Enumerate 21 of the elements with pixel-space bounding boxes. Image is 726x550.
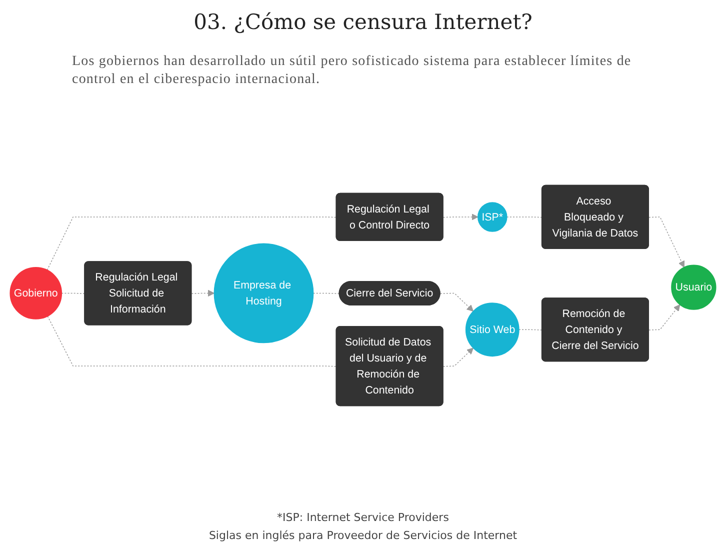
footnote-text: Siglas en inglés para Proveedor de Servicios de Internet	[208, 528, 518, 543]
arrow	[440, 292, 474, 312]
connector	[312, 292, 340, 294]
connector	[47, 316, 337, 367]
node-circle: Usuario	[671, 264, 716, 310]
arrow	[191, 290, 214, 297]
connector	[518, 329, 543, 330]
footnote-text: *ISP: Internet Service Providers	[277, 510, 449, 525]
connector	[506, 216, 543, 218]
node-circle: Sitio Web	[465, 302, 520, 357]
arrow	[648, 304, 680, 330]
connector	[61, 292, 86, 294]
arrow	[442, 214, 478, 220]
node-circle: Gobierno	[10, 267, 62, 320]
intro-paragraph: Los gobiernos han desarrollado un sútil pero sofisticado sistema para establecer límites de control en el ciberespacio internacional.	[72, 54, 632, 87]
connector	[46, 216, 337, 270]
node-circle: ISP*	[478, 202, 508, 232]
title: 03. ¿Cómo se censura Internet?	[194, 10, 532, 34]
arrow	[648, 216, 685, 268]
arrow	[442, 348, 474, 367]
node-circle: Empresa de Hosting	[214, 243, 314, 344]
